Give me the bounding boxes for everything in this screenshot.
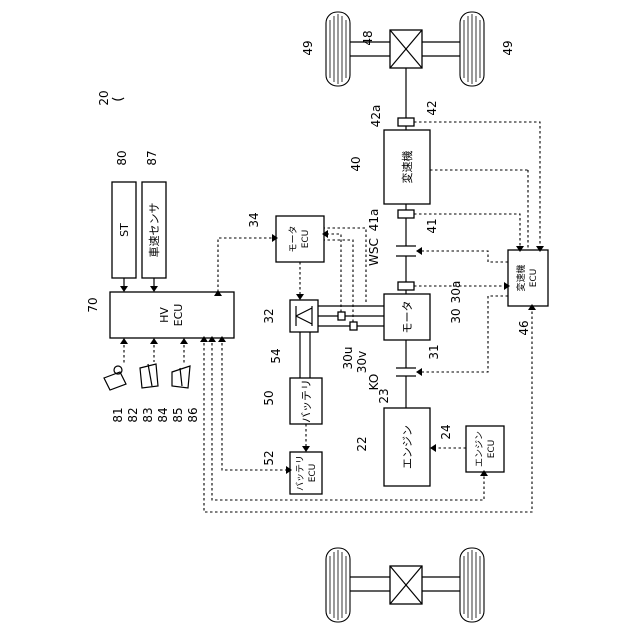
battery-label: バッテリ	[300, 379, 313, 423]
bottom-axle	[326, 548, 484, 622]
ref-80: 80	[115, 150, 129, 165]
motor-block: モータ	[384, 294, 430, 340]
ref-30u: 30u	[341, 347, 355, 370]
ref-81: 81	[111, 407, 125, 422]
inverter-block	[290, 300, 318, 332]
wheel-bottom-right	[460, 548, 484, 622]
ref-70: 70	[86, 297, 100, 312]
top-axle	[326, 12, 484, 86]
ref-46: 46	[517, 320, 531, 335]
coupling-41a	[398, 210, 414, 218]
sensor-30u	[338, 312, 345, 320]
wheel-top-left	[326, 12, 350, 86]
drivetrain-shaft	[396, 68, 416, 408]
motor-label: モータ	[401, 301, 414, 334]
transmission-label: 変速機	[400, 151, 414, 184]
ref-84: 84	[156, 407, 170, 422]
ref-49-right: 49	[501, 40, 515, 55]
ref-83: 83	[141, 407, 155, 422]
motor-ecu-block: モータ ECU	[276, 216, 324, 262]
engine-label: エンジン	[401, 425, 414, 469]
ref-20-arrow	[112, 98, 124, 100]
ref-42a: 42a	[369, 105, 383, 128]
battery-block: バッテリ	[290, 332, 322, 424]
ref-41: 41	[425, 218, 439, 233]
engine-ecu-label-2: ECU	[487, 440, 497, 459]
brake-pedal-icon	[172, 366, 190, 388]
ref-40: 40	[349, 156, 363, 171]
ref-49-left: 49	[301, 40, 315, 55]
ref-30a: 30a	[449, 281, 463, 304]
clutch-k0	[396, 368, 416, 376]
ref-87: 87	[145, 150, 159, 165]
ref-42: 42	[425, 100, 439, 115]
ref-31: 31	[427, 344, 441, 359]
coupling-42a	[398, 118, 414, 126]
ref-52: 52	[262, 450, 276, 465]
motor-ecu-label-1: モータ	[288, 225, 299, 252]
wheel-bottom-left	[326, 548, 350, 622]
sensor-to-hvecu-arrows	[120, 278, 158, 292]
label-ko: KO	[367, 374, 381, 391]
ref-41a: 41a	[367, 209, 381, 232]
ref-30: 30	[449, 308, 463, 323]
ref-30v: 30v	[355, 351, 369, 373]
ref-24: 24	[439, 424, 453, 439]
st-block: ST	[112, 182, 136, 278]
battery-ecu-label-2: ECU	[308, 464, 318, 483]
speed-sensor-block: 車速センサ	[142, 182, 166, 278]
shift-lever-icon	[104, 366, 126, 390]
coupling-30a	[398, 282, 414, 290]
ref-50: 50	[262, 390, 276, 405]
power-lines	[318, 306, 384, 330]
ref-85: 85	[171, 407, 185, 422]
engine-ecu-block: エンジン ECU	[466, 426, 504, 472]
differential-bottom	[390, 566, 422, 604]
engine-ecu-label-1: エンジン	[475, 431, 485, 467]
ref-22: 22	[355, 436, 369, 451]
engine-block: エンジン	[384, 408, 430, 486]
ref-82: 82	[126, 407, 140, 422]
clutch-wsc	[396, 246, 416, 256]
differential-top	[390, 30, 422, 68]
ref-34: 34	[247, 212, 261, 227]
ref-32: 32	[262, 308, 276, 323]
battery-ecu-block: バッテリ ECU	[290, 452, 322, 494]
transmission-ecu-label-2: ECU	[529, 269, 539, 288]
wheel-top-right	[460, 12, 484, 86]
label-wsc: WSC	[367, 238, 381, 266]
transmission-ecu-block: 変速機 ECU	[508, 250, 548, 306]
ref-23: 23	[377, 388, 391, 403]
hv-ecu-label-2: ECU	[172, 304, 185, 327]
hv-ecu-block: HV ECU	[110, 292, 234, 338]
lever-sensor-icons	[104, 338, 190, 390]
battery-ecu-label-1: バッテリ	[295, 455, 306, 491]
sensor-30v	[350, 322, 357, 330]
transmission-ecu-label-1: 変速機	[515, 264, 527, 291]
st-label: ST	[118, 223, 131, 237]
ref-54: 54	[269, 348, 283, 363]
accelerator-pedal-icon	[140, 364, 158, 388]
motor-ecu-label-2: ECU	[301, 230, 311, 249]
transmission-block: 変速機	[384, 130, 430, 204]
hv-ecu-label-1: HV	[158, 307, 171, 323]
ref-20: 20	[97, 90, 111, 105]
ref-48: 48	[361, 30, 375, 45]
ref-86: 86	[186, 407, 200, 422]
speed-sensor-label: 車速センサ	[147, 203, 161, 258]
